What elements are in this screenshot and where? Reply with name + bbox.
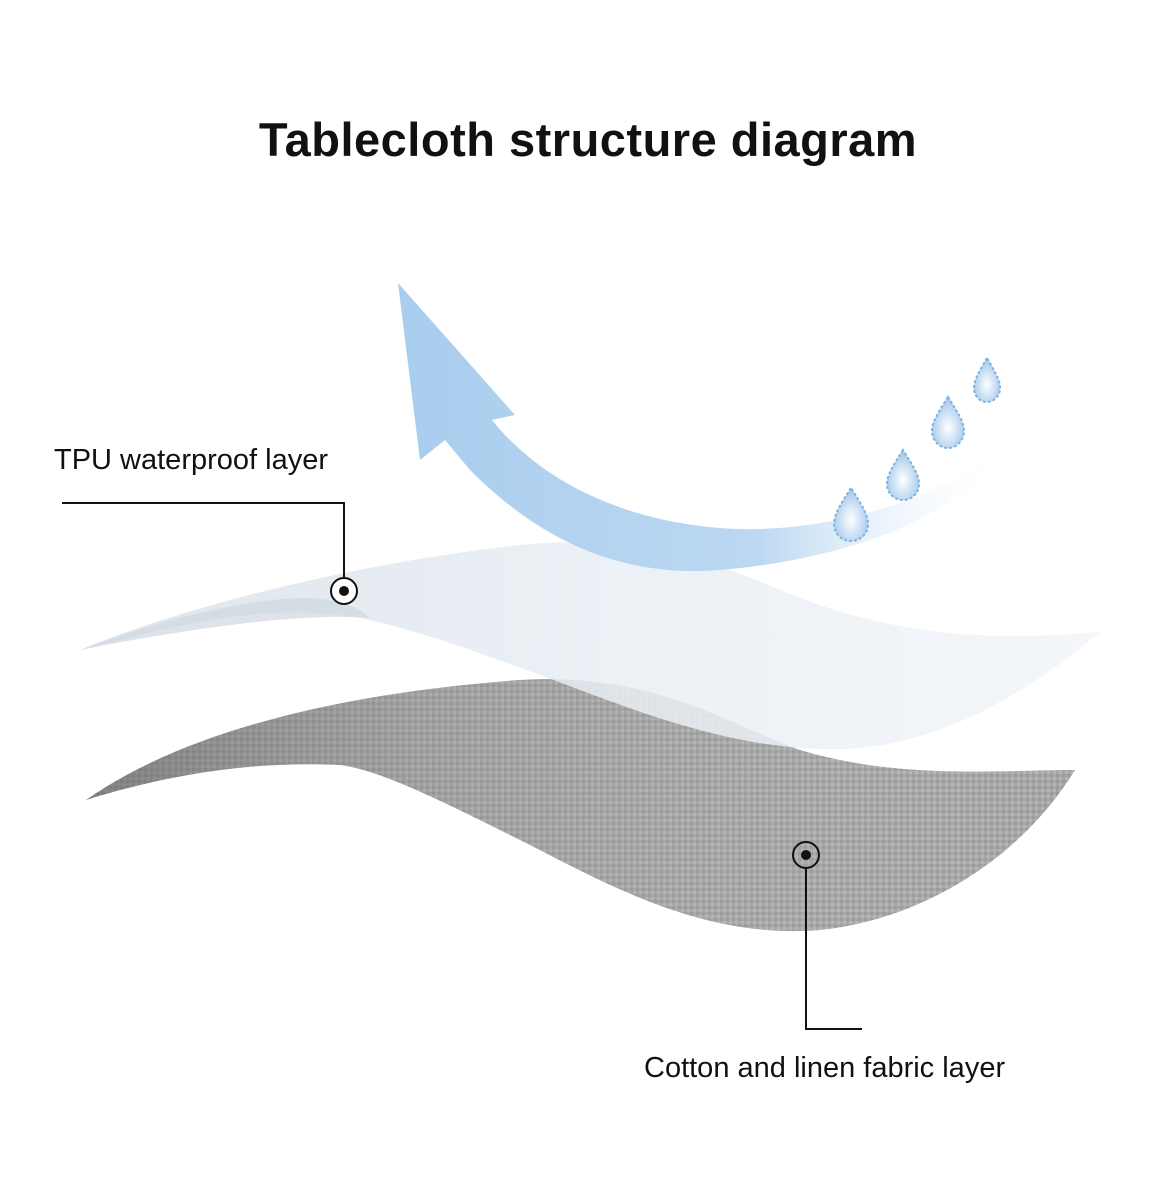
fabric-callout [792,841,862,1030]
water-drop-icon [930,395,966,450]
fabric-layer-label: Cotton and linen fabric layer [644,1052,1006,1084]
tpu-callout [62,502,358,605]
diagram-title: Tablecloth structure diagram [258,113,918,166]
fabric-layer [86,679,1075,932]
water-drop-icon [972,355,1002,404]
water-drop-icon [832,486,870,543]
tpu-layer-label: TPU waterproof layer [54,444,328,476]
water-drop-icon [885,448,921,502]
curved-arrow-up-icon [398,283,1000,572]
